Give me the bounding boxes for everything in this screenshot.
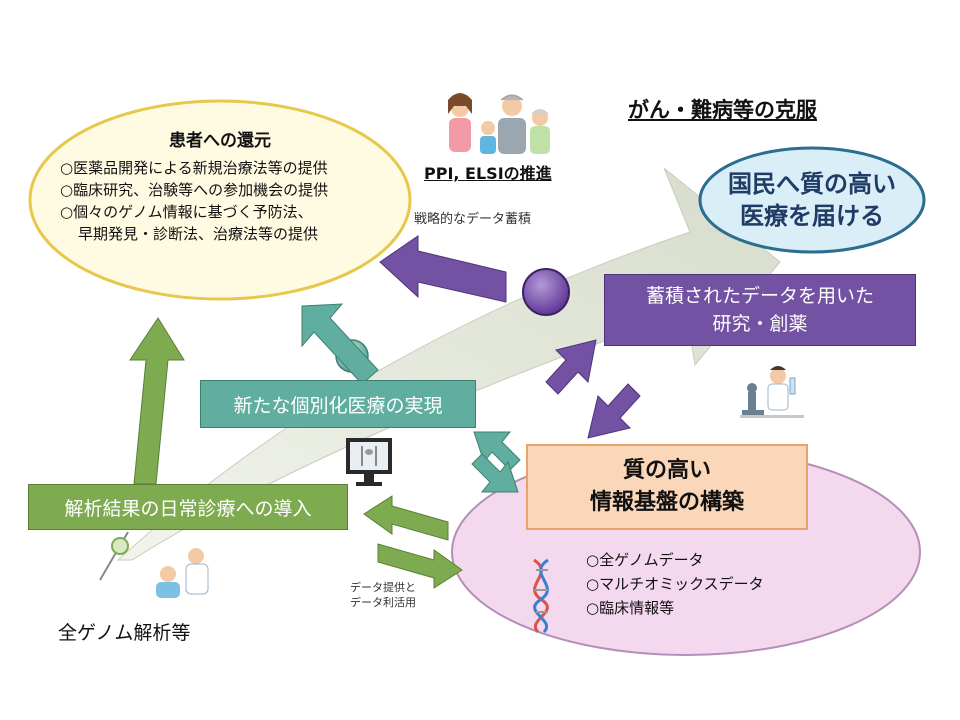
dna-icon [533, 558, 549, 634]
teal-arrow-down [471, 453, 519, 493]
infrastructure-box: 質の高い 情報基盤の構築 [526, 444, 808, 530]
data-item-2: ○マルチオミックスデータ [586, 575, 764, 593]
goal-title: がん・難病等の克服 [628, 98, 817, 122]
patient-return-block: 患者への還元 ○医薬品開発による新規治療法等の提供 ○臨床研究、治験等への参加機… [60, 126, 380, 245]
monitor-icon [346, 438, 392, 486]
data-provision-label: データ提供と データ利活用 [350, 580, 416, 610]
data-provision-line-2: データ利活用 [350, 596, 416, 609]
teal-arrow-up-left [301, 303, 379, 385]
research-box: 蓄積されたデータを用いた 研究・創薬 [604, 274, 916, 346]
patient-return-ellipse [28, 99, 412, 301]
patient-return-item-1: ○医薬品開発による新規治療法等の提供 [60, 159, 328, 177]
clinical-introduction-box: 解析結果の日常診療への導入 [28, 484, 348, 530]
infrastructure-line-1: 質の高い [622, 458, 711, 483]
personalized-medicine-label: 新たな個別化医療の実現 [233, 394, 443, 417]
data-provision-line-1: データ提供と [350, 581, 416, 594]
purple-arrow-to-patients [379, 235, 507, 303]
family-illustration-icon [448, 93, 550, 154]
genome-analysis-label: 全ゲノム解析等 [58, 622, 191, 644]
infrastructure-line-2: 情報基盤の構築 [589, 490, 744, 515]
green-arrow-up [129, 317, 185, 485]
goal-line-2: 医療を届ける [740, 202, 884, 230]
green-arrow-right [377, 543, 463, 589]
data-item-3: ○臨床情報等 [586, 599, 675, 617]
scientist-illustration-icon [740, 366, 804, 418]
data-items-block: ○全ゲノムデータ ○マルチオミックスデータ ○臨床情報等 [586, 548, 764, 620]
patient-return-item-2: ○臨床研究、治験等への参加機会の提供 [60, 181, 329, 199]
purple-arrow-down [587, 383, 641, 439]
purple-marker [522, 268, 570, 316]
research-line-2: 研究・創薬 [712, 313, 808, 335]
research-line-1: 蓄積されたデータを用いた [645, 285, 874, 307]
strategy-arrow-shape [116, 167, 781, 561]
clinical-introduction-label: 解析結果の日常診療への導入 [64, 497, 312, 520]
ppi-elsi-label: PPI, ELSIの推進 [424, 164, 552, 183]
goal-text: 国民へ質の高い 医療を届ける [712, 160, 912, 240]
green-arrow-left [363, 495, 449, 541]
strategic-accumulation-label: 戦略的なデータ蓄積 [414, 212, 532, 227]
goal-line-1: 国民へ質の高い [728, 170, 896, 198]
patient-return-title: 患者への還元 [169, 131, 271, 151]
genome-analysis-illustration-icon [99, 531, 209, 598]
personalized-medicine-box: 新たな個別化医療の実現 [200, 380, 476, 428]
data-item-1: ○全ゲノムデータ [586, 551, 704, 569]
patient-return-item-4: 早期発見・診断法、治療法等の提供 [78, 225, 319, 243]
patient-return-item-3: ○個々のゲノム情報に基づく予防法、 [60, 203, 313, 221]
purple-arrow-up [545, 339, 597, 395]
goal-ellipse [698, 146, 926, 254]
